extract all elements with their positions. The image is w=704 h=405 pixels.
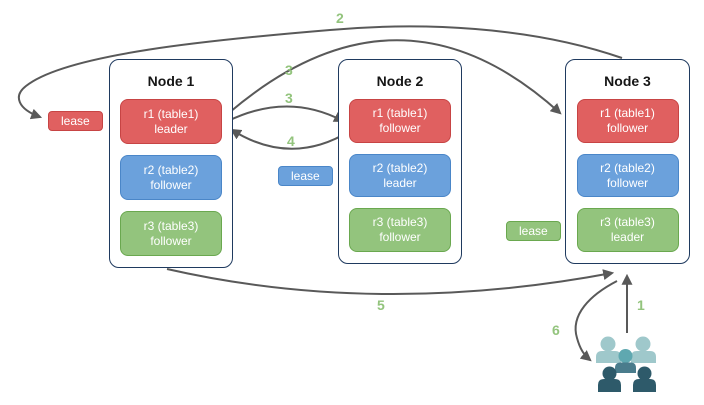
replica-role: follower <box>379 120 421 135</box>
replica-name: r1 (table1) <box>600 105 655 120</box>
replica-role: follower <box>379 230 421 245</box>
node-2-replica-r2: r2 (table2) leader <box>349 153 451 198</box>
arrow-step3-node1-to-node2 <box>227 105 345 123</box>
step-label-4: 4 <box>287 133 295 149</box>
node-3: Node 3 r1 (table1) follower r2 (table2) … <box>565 59 690 264</box>
step-label-3b: 3 <box>285 90 293 106</box>
lease-badge-table2: lease <box>278 166 333 186</box>
step-label-1: 1 <box>637 297 645 313</box>
replica-role: follower <box>606 175 649 190</box>
node-3-replica-r1: r1 (table1) follower <box>576 99 679 143</box>
step-label-3a: 3 <box>285 62 293 78</box>
arrow-step4-node2-to-node1 <box>230 128 351 150</box>
replica-role: leader <box>610 230 645 245</box>
node-1-replica-r1: r1 (table1) leader <box>120 99 222 144</box>
lease-badge-table1: lease <box>48 111 103 131</box>
replica-role: leader <box>154 121 188 136</box>
replica-name: r2 (table2) <box>600 160 655 175</box>
replica-role: leader <box>383 175 417 190</box>
step-label-5: 5 <box>377 297 385 313</box>
replica-name: r3 (table3) <box>372 215 428 230</box>
replica-role: follower <box>606 120 649 135</box>
replica-name: r2 (table2) <box>143 162 199 177</box>
node-2-replica-r1: r1 (table1) follower <box>349 99 451 143</box>
step-label-2: 2 <box>336 10 344 26</box>
replica-role: follower <box>150 233 192 248</box>
replica-name: r1 (table1) <box>372 105 428 120</box>
node-1-replica-r2: r2 (table2) follower <box>120 155 222 200</box>
node-2-replica-r3: r3 (table3) follower <box>349 208 451 253</box>
node-3-replica-r2: r2 (table2) follower <box>576 153 679 198</box>
replica-name: r2 (table2) <box>372 160 428 175</box>
lease-badge-table3: lease <box>506 221 561 241</box>
node-1: Node 1 r1 (table1) leader r2 (table2) fo… <box>109 59 233 268</box>
step-label-6: 6 <box>552 322 560 338</box>
node-1-replica-r3: r3 (table3) follower <box>120 211 222 256</box>
arrow-step5-node1-to-node3 <box>166 268 615 295</box>
replica-name: r3 (table3) <box>600 215 655 230</box>
arrow-step6-node3-to-users <box>574 280 618 362</box>
node-2-title: Node 2 <box>376 73 424 89</box>
arrow-step2-node3-to-lease1 <box>17 25 623 120</box>
node-3-title: Node 3 <box>604 73 651 89</box>
node-2: Node 2 r1 (table1) follower r2 (table2) … <box>338 59 462 264</box>
replica-name: r3 (table3) <box>143 218 199 233</box>
users-icon <box>596 336 656 392</box>
arrow-step3-node1-to-node3 <box>229 39 562 115</box>
replica-name: r1 (table1) <box>143 106 199 121</box>
node-1-title: Node 1 <box>147 73 195 89</box>
node-3-replica-r3: r3 (table3) leader <box>576 208 679 253</box>
replica-role: follower <box>150 177 192 192</box>
